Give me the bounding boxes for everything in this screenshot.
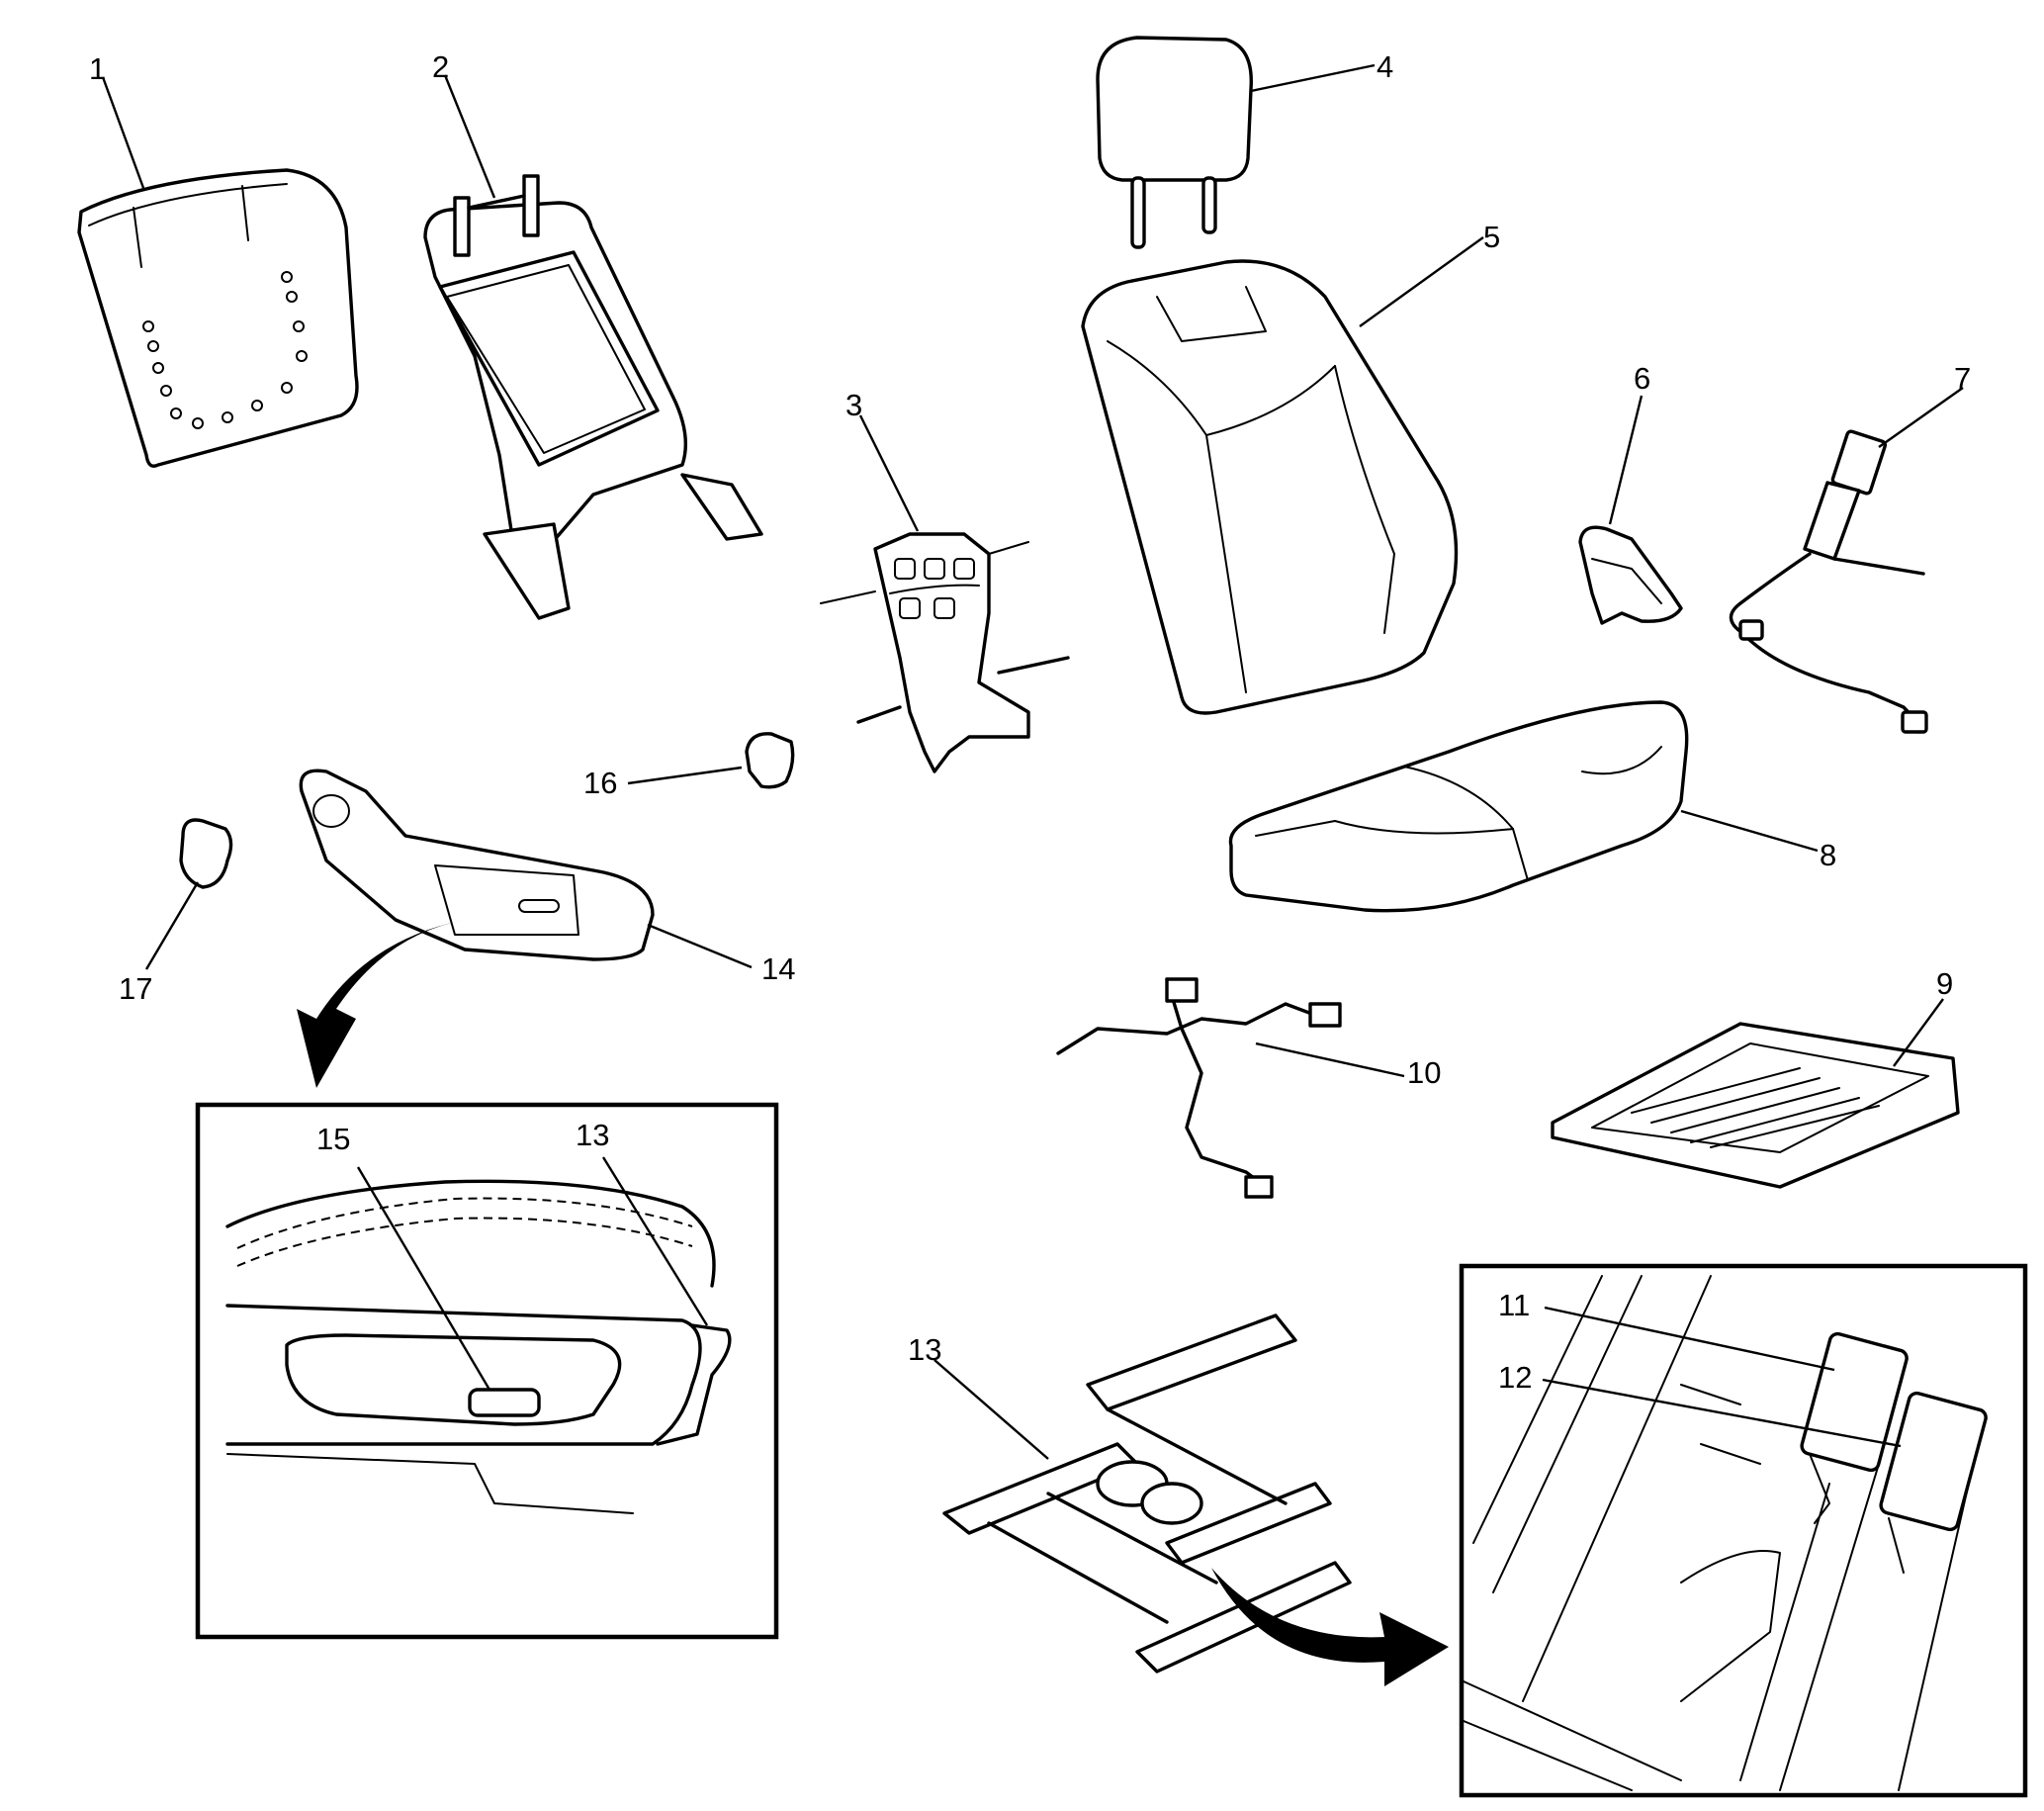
- seatback-cushion-part: [1081, 259, 1459, 715]
- seatbelt-buckle-part: [1729, 429, 1928, 734]
- callout-labels: 1 2 3 4 5 6 7 8 9 10 11 12 13 13 14 15 1…: [89, 49, 1971, 1395]
- seat-cushion-part: [1228, 700, 1689, 913]
- callout-9: 9: [1936, 966, 1953, 1001]
- callout-10: 10: [1407, 1055, 1441, 1090]
- callout-arrow-left: [297, 920, 465, 1088]
- trim-cover-part: [1578, 525, 1683, 625]
- callout-7: 7: [1954, 361, 1971, 396]
- wiring-harness-part: [1056, 977, 1342, 1199]
- detail-inset-left: [195, 1102, 779, 1640]
- headrest-part: [1096, 36, 1253, 249]
- detail-inset-right: [1459, 1263, 2028, 1798]
- callout-1: 1: [89, 51, 106, 86]
- callout-8: 8: [1820, 838, 1836, 872]
- callout-5: 5: [1483, 220, 1500, 254]
- callout-3: 3: [845, 388, 862, 422]
- callout-16: 16: [583, 766, 617, 800]
- callout-11: 11: [1498, 1288, 1530, 1322]
- callout-12: 12: [1498, 1360, 1532, 1395]
- callout-4: 4: [1377, 49, 1393, 84]
- seatback-frame-part: [423, 174, 763, 620]
- callout-2: 2: [432, 49, 449, 84]
- callout-13-inset: 13: [576, 1118, 609, 1152]
- callout-14: 14: [761, 951, 795, 986]
- callout-17: 17: [119, 971, 152, 1006]
- knob-cover-part: [179, 818, 233, 889]
- seat-cushion-frame-part: [1551, 1022, 1960, 1189]
- seat-adjuster-part: [942, 1313, 1352, 1674]
- seatback-panel-part: [77, 168, 359, 468]
- side-shield-part: [299, 769, 655, 961]
- callout-6: 6: [1634, 361, 1650, 396]
- callout-15: 15: [316, 1122, 350, 1156]
- lumbar-support-part: [820, 532, 1070, 773]
- callout-13-adjuster: 13: [908, 1332, 941, 1367]
- knob-part: [745, 732, 795, 789]
- callout-arrow-right: [1211, 1568, 1449, 1686]
